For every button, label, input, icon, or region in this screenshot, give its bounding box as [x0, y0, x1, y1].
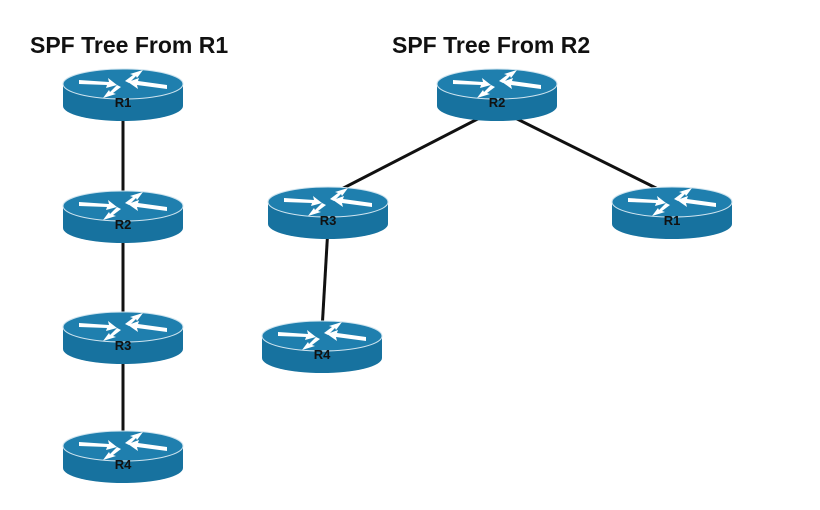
router-t1-r4[interactable]: R4	[62, 430, 184, 483]
router-arrows-icon	[79, 313, 167, 341]
link-t2-r2-t2-r1	[496, 107, 673, 198]
router-t1-r1[interactable]: R1	[62, 68, 184, 121]
router-label: R1	[664, 213, 681, 228]
router-label: R2	[115, 217, 132, 232]
router-arrows-icon	[79, 70, 167, 98]
router-arrows-icon	[453, 70, 541, 98]
router-arrows-icon	[79, 432, 167, 460]
router-arrows-icon	[278, 322, 366, 350]
router-top	[62, 311, 184, 343]
router-top	[62, 190, 184, 222]
router-top	[261, 320, 383, 352]
router-top	[611, 186, 733, 218]
router-label: R4	[314, 347, 331, 362]
router-t1-r3[interactable]: R3	[62, 311, 184, 364]
router-top	[62, 68, 184, 100]
router-label: R3	[115, 338, 132, 353]
tree-title-r2: SPF Tree From R2	[392, 32, 591, 58]
router-label: R1	[115, 95, 132, 110]
router-arrows-icon	[284, 188, 372, 216]
router-arrows-icon	[79, 192, 167, 220]
router-t2-r4[interactable]: R4	[261, 320, 383, 373]
tree-title-r1: SPF Tree From R1	[30, 32, 229, 58]
router-t2-r1[interactable]: R1	[611, 186, 733, 239]
router-t1-r2[interactable]: R2	[62, 190, 184, 243]
router-top	[267, 186, 389, 218]
router-label: R3	[320, 213, 337, 228]
router-label: R2	[489, 95, 506, 110]
link-t2-r3-t2-r4	[320, 226, 330, 331]
router-top	[62, 430, 184, 462]
link-t2-r2-t2-r3	[327, 107, 498, 198]
router-arrows-icon	[628, 188, 716, 216]
router-t2-r2[interactable]: R2	[436, 68, 558, 121]
router-label: R4	[115, 457, 132, 472]
router-t2-r3[interactable]: R3	[267, 186, 389, 239]
links-layer	[121, 107, 673, 440]
router-top	[436, 68, 558, 100]
